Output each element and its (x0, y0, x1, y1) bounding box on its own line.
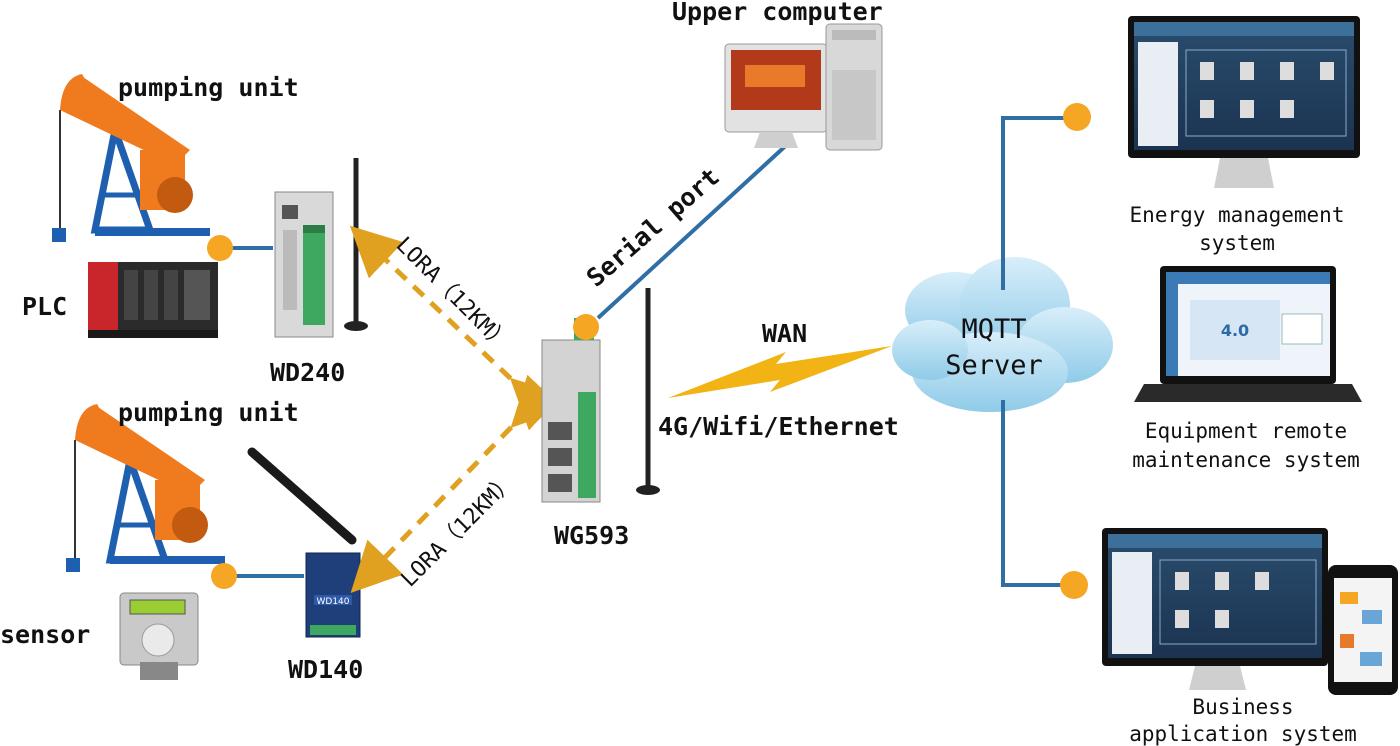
energy-link-node (1063, 103, 1091, 131)
business-label-line1: Business (1192, 695, 1293, 719)
sensor-icon (119, 592, 199, 680)
wd140-device-brand: WD140 (316, 597, 349, 607)
business-monitor-icon (1102, 528, 1328, 690)
equipment-label-line2: maintenance system (1132, 448, 1360, 472)
upper-computer-icon (724, 23, 883, 151)
plc-link-node (207, 235, 233, 261)
upper-computer-label: Upper computer (672, 0, 883, 26)
network-label: 4G/Wifi/Ethernet (658, 412, 899, 441)
equipment-label-line1: Equipment remote (1145, 419, 1347, 443)
lora-bottom-label: LORA（12KM） (397, 469, 521, 593)
pumping-unit-top-icon (52, 74, 210, 242)
business-label-line2: application system (1129, 722, 1357, 746)
wd140-device-icon (305, 552, 361, 638)
plc-icon (88, 262, 218, 338)
serial-port-label: Serial port (581, 162, 725, 293)
mqtt-business-link (1001, 400, 1075, 587)
lora-link-top (349, 225, 564, 431)
laptop-screen-version: 4.0 (1221, 321, 1249, 340)
wd240-antenna-icon (344, 158, 368, 331)
pumping-unit-top-label: pumping unit (118, 73, 299, 102)
mqtt-energy-link (1001, 116, 1075, 290)
wd240-label: WD240 (270, 358, 345, 387)
wd140-label: WD140 (288, 655, 363, 684)
wd140-antenna-icon (247, 447, 357, 545)
equipment-laptop-icon (1134, 266, 1362, 402)
wan-link-icon (668, 346, 892, 398)
serial-port-link (596, 138, 794, 320)
wan-label: WAN (762, 319, 807, 348)
wd240-device-icon (274, 191, 334, 338)
business-phone-icon (1328, 565, 1398, 695)
energy-monitor-icon (1128, 16, 1360, 188)
wg593-antenna-icon (636, 288, 660, 495)
plc-label: PLC (22, 292, 67, 321)
pumping-unit-bottom-icon (66, 404, 225, 572)
mqtt-label-line1: MQTT (961, 314, 1026, 345)
sensor-label: sensor (0, 620, 90, 649)
pumping-unit-bottom-label: pumping unit (118, 398, 299, 427)
business-link-node (1060, 571, 1088, 599)
wg593-label: WG593 (554, 521, 629, 550)
wg593-gateway-icon (541, 318, 601, 503)
mqtt-label-line2: Server (945, 350, 1043, 381)
sensor-link-node (211, 563, 237, 589)
mqtt-cloud-icon (892, 257, 1113, 412)
serial-link-node (573, 314, 599, 340)
lora-top-label: LORA（12KM） (391, 233, 515, 357)
energy-label-line2: system (1199, 231, 1275, 255)
energy-label-line1: Energy management (1130, 203, 1345, 227)
